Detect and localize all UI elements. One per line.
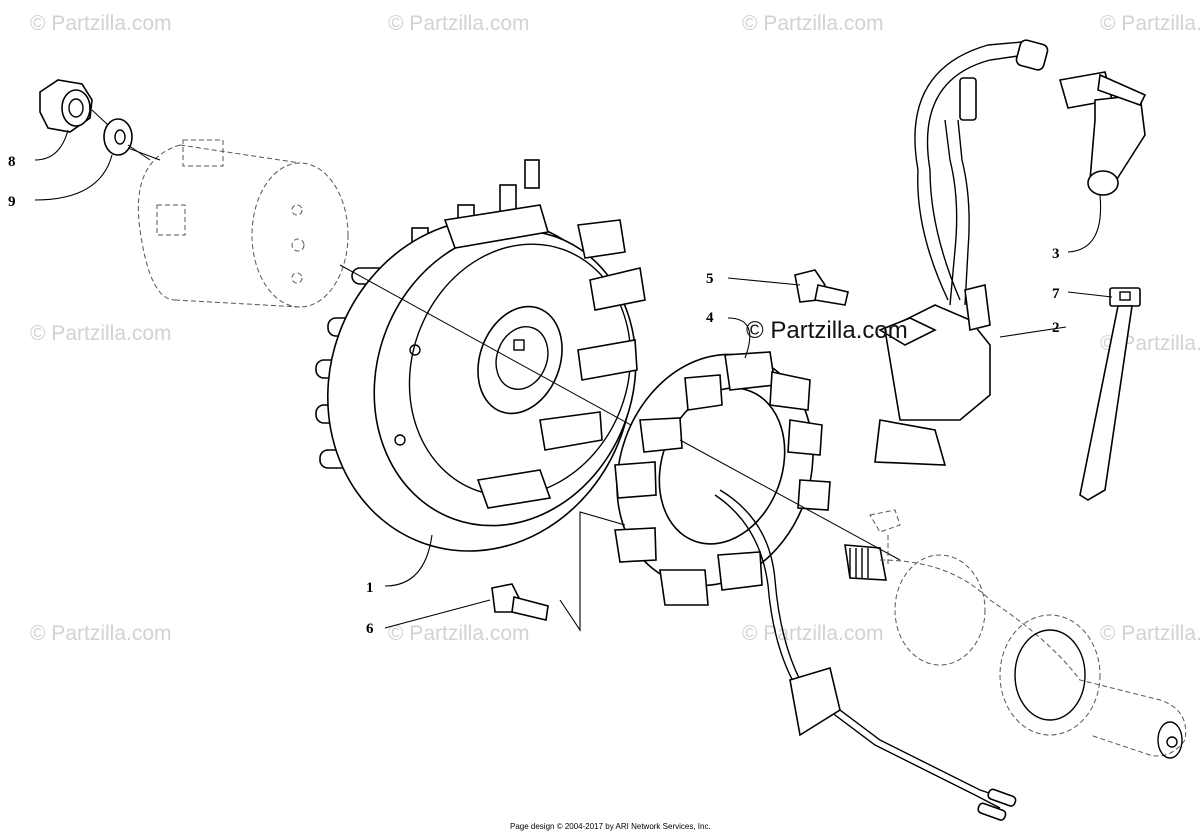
callout-2: 2 [1052,320,1060,336]
leader-lines [34,129,1113,632]
phantom-housing-drawing [119,139,349,308]
watermark: © Partzilla.com [30,12,172,35]
watermark: © Partzilla.com [388,12,530,35]
bolt-part [794,269,849,306]
bolt-part [491,583,549,621]
watermark: © Partzilla.com [1100,12,1200,35]
callout-6: 6 [366,621,374,637]
axis-line [679,439,901,561]
stator-part [614,351,1017,821]
watermark: © Partzilla.com [30,622,172,645]
callout-5: 5 [706,271,714,287]
watermark: © Partzilla.com [30,322,172,345]
cable-tie-part [1079,287,1141,501]
center-watermark: © Partzilla.com [746,317,908,344]
callout-7: 7 [1052,286,1060,302]
axis-line [339,264,641,431]
watermark: © Partzilla.com [1100,622,1200,645]
axis-line [91,109,151,161]
watermark: © Partzilla.com [742,622,884,645]
callout-8: 8 [8,154,16,170]
callout-9: 9 [8,194,16,210]
flywheel-part [315,159,646,552]
ignition-coil-part [874,39,1049,466]
watermark: © Partzilla.com [388,622,530,645]
spark-plug-cap-part [1058,71,1147,196]
callout-1: 1 [366,580,374,596]
footer-copyright: Page design © 2004-2017 by ARI Network S… [510,822,711,831]
washer-part [103,118,133,156]
crankshaft-drawing [844,509,1187,759]
watermark: © Partzilla.com [742,12,884,35]
nut-part [39,79,93,133]
callout-3: 3 [1052,246,1060,262]
callout-4: 4 [706,310,714,326]
